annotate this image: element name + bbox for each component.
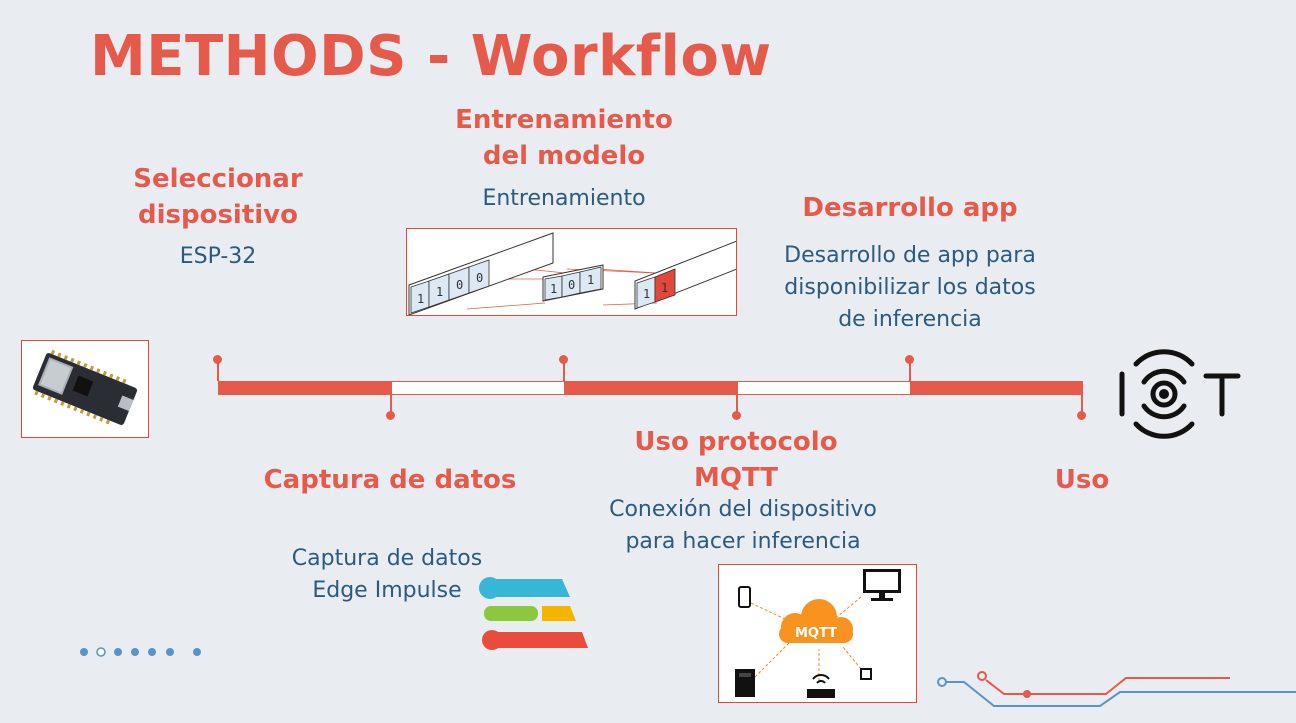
timeline-stem bbox=[217, 359, 219, 381]
timeline-dot bbox=[732, 411, 741, 420]
timeline-segment bbox=[737, 381, 911, 395]
iot-logo-icon bbox=[1114, 348, 1244, 440]
step-app-dev-heading: Desarrollo app bbox=[802, 193, 1018, 223]
heading-line: del modelo bbox=[482, 141, 646, 171]
timeline-stem bbox=[736, 395, 738, 415]
bit-label: 0 bbox=[568, 278, 575, 292]
timeline-segment bbox=[218, 381, 392, 395]
step-data-capture-heading: Captura de datos bbox=[263, 465, 517, 495]
timeline-stem bbox=[563, 359, 565, 381]
step-select-device-heading: Seleccionar dispositivo bbox=[108, 161, 328, 233]
heading-line: Entrenamiento bbox=[455, 105, 673, 135]
step-select-device-desc: ESP-32 bbox=[179, 244, 257, 269]
desc-line: Edge Impulse bbox=[312, 578, 462, 603]
mqtt-diagram-image: MQTT bbox=[718, 564, 917, 703]
step-use-heading: Uso bbox=[1054, 465, 1110, 495]
step-mqtt-heading: Uso protocolo MQTT bbox=[606, 424, 866, 496]
mqtt-cloud-icon: MQTT bbox=[779, 599, 853, 643]
mqtt-label: MQTT bbox=[795, 626, 837, 641]
monitor-icon bbox=[863, 569, 901, 601]
heading-line: dispositivo bbox=[137, 200, 298, 230]
desc-line: de inferencia bbox=[838, 307, 982, 332]
router-icon bbox=[807, 674, 835, 698]
step-app-dev-desc: Desarrollo de app para disponibilizar lo… bbox=[750, 240, 1070, 336]
desc-line: para hacer inferencia bbox=[625, 529, 861, 554]
esp32-board-image bbox=[21, 340, 149, 438]
timeline-dot bbox=[1077, 411, 1086, 420]
heading-line: Seleccionar bbox=[133, 164, 303, 194]
bit-label: 1 bbox=[417, 292, 424, 306]
step-mqtt-desc: Conexión del dispositivo para hacer infe… bbox=[586, 494, 900, 558]
step-training-heading: Entrenamiento del modelo bbox=[434, 102, 694, 174]
esp32-board-icon bbox=[32, 349, 138, 425]
timeline-dot bbox=[213, 355, 222, 364]
chip-icon bbox=[860, 668, 872, 680]
bit-label: 1 bbox=[436, 285, 443, 299]
timeline-stem bbox=[1081, 395, 1083, 415]
step-data-capture-desc: Captura de datos Edge Impulse bbox=[270, 543, 504, 607]
timeline-segment bbox=[391, 381, 565, 395]
edge-impulse-logo-icon bbox=[478, 575, 590, 653]
bit-label: 1 bbox=[550, 282, 557, 296]
timeline-segment bbox=[564, 381, 738, 395]
bit-label: 0 bbox=[456, 278, 463, 292]
timeline-dot bbox=[559, 355, 568, 364]
desc-line: Desarrollo de app para bbox=[784, 243, 1036, 268]
conv-layers-icon: 1 1 0 0 1 0 1 1 1 bbox=[408, 232, 738, 316]
bit-label: 1 bbox=[643, 287, 650, 301]
bit-label: 1 bbox=[587, 273, 594, 287]
phone-icon bbox=[738, 586, 751, 608]
heading-line: MQTT bbox=[693, 463, 779, 493]
desc-line: Captura de datos bbox=[291, 546, 483, 571]
page-title: METHODS - Workflow bbox=[90, 24, 772, 89]
server-icon bbox=[735, 669, 755, 697]
timeline-stem bbox=[390, 395, 392, 415]
desc-line: disponibilizar los datos bbox=[784, 275, 1036, 300]
desc-line: Conexión del dispositivo bbox=[609, 497, 877, 522]
timeline-dot bbox=[905, 355, 914, 364]
timeline-stem bbox=[909, 359, 911, 381]
step-training-desc: Entrenamiento bbox=[482, 186, 646, 211]
training-model-image: 1 1 0 0 1 0 1 1 1 bbox=[406, 228, 738, 316]
bit-label: 1 bbox=[661, 281, 668, 295]
timeline-dot bbox=[386, 411, 395, 420]
timeline-segment bbox=[910, 381, 1083, 395]
decorative-dots bbox=[78, 644, 208, 658]
decorative-circuit-lines bbox=[930, 660, 1296, 719]
heading-line: Uso protocolo bbox=[634, 427, 838, 457]
bit-label: 0 bbox=[476, 271, 483, 285]
